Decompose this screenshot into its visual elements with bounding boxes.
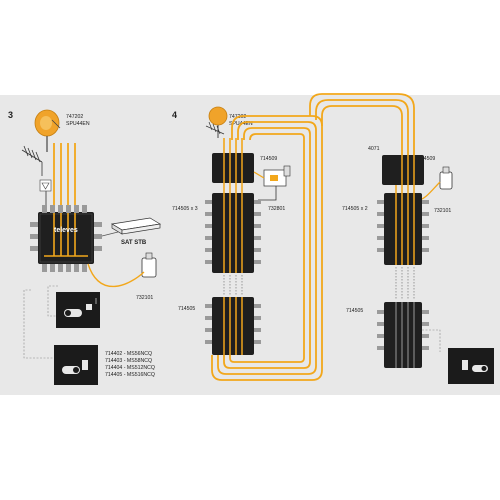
satellite-dish-icon-4 — [208, 106, 228, 138]
power-inserter-icon — [263, 165, 291, 187]
psu-code-3: 732101 — [136, 295, 153, 301]
psu-code-4-left: 732801 — [268, 206, 285, 212]
cascade-left-group — [205, 183, 261, 273]
brand-logo: televes — [54, 227, 78, 234]
switch-setting-inset-1 — [56, 292, 100, 328]
lnb-cables-3 — [53, 143, 76, 205]
cascade-right-group — [377, 185, 429, 265]
right-single-label: 714505 — [346, 308, 363, 314]
amplifier-right — [382, 155, 424, 185]
amplifier-left — [212, 153, 254, 183]
power-supply-icon-right — [439, 166, 453, 190]
step-4-number: 4 — [172, 110, 177, 120]
amp-code-left: 714509 — [260, 156, 277, 162]
lnb-code-3a: 747202 — [66, 114, 83, 120]
left-group-label: 714505 x 3 — [172, 206, 198, 212]
terminator-code: 4071 — [368, 146, 380, 152]
bottom-left-label: 714505 — [178, 306, 195, 312]
cascade-right-bottom — [377, 302, 429, 368]
amp-code-right: 714509 — [418, 156, 435, 162]
switch-setting-inset-4 — [448, 348, 494, 384]
terrestrial-antenna-icon — [21, 145, 43, 176]
cascade-left-bottom — [205, 297, 261, 355]
switch-setting-inset-2 — [54, 345, 98, 385]
satellite-dish-icon — [34, 109, 61, 152]
right-group-label: 714505 x 2 — [342, 206, 368, 212]
lnb-code-3b: SPU44EN — [66, 121, 90, 127]
terrestrial-amplifier-icon — [39, 179, 52, 192]
model-3: 714404 - MS512NCQ — [105, 365, 155, 371]
stb-label: SAT STB — [121, 240, 147, 246]
power-supply-icon — [141, 252, 157, 278]
psu-code-right: 732101 — [434, 208, 451, 214]
model-1: 714402 - MS56NCQ — [105, 351, 152, 357]
set-top-box-icon — [110, 217, 162, 235]
multiswitch-3: televes — [30, 205, 102, 272]
model-4: 714405 - MS516NCQ — [105, 372, 155, 378]
terrestrial-antenna-icon-4 — [205, 121, 225, 135]
trunk-cables — [211, 93, 415, 381]
model-2: 714403 - MS58NCQ — [105, 358, 152, 364]
step-3-number: 3 — [8, 110, 13, 120]
